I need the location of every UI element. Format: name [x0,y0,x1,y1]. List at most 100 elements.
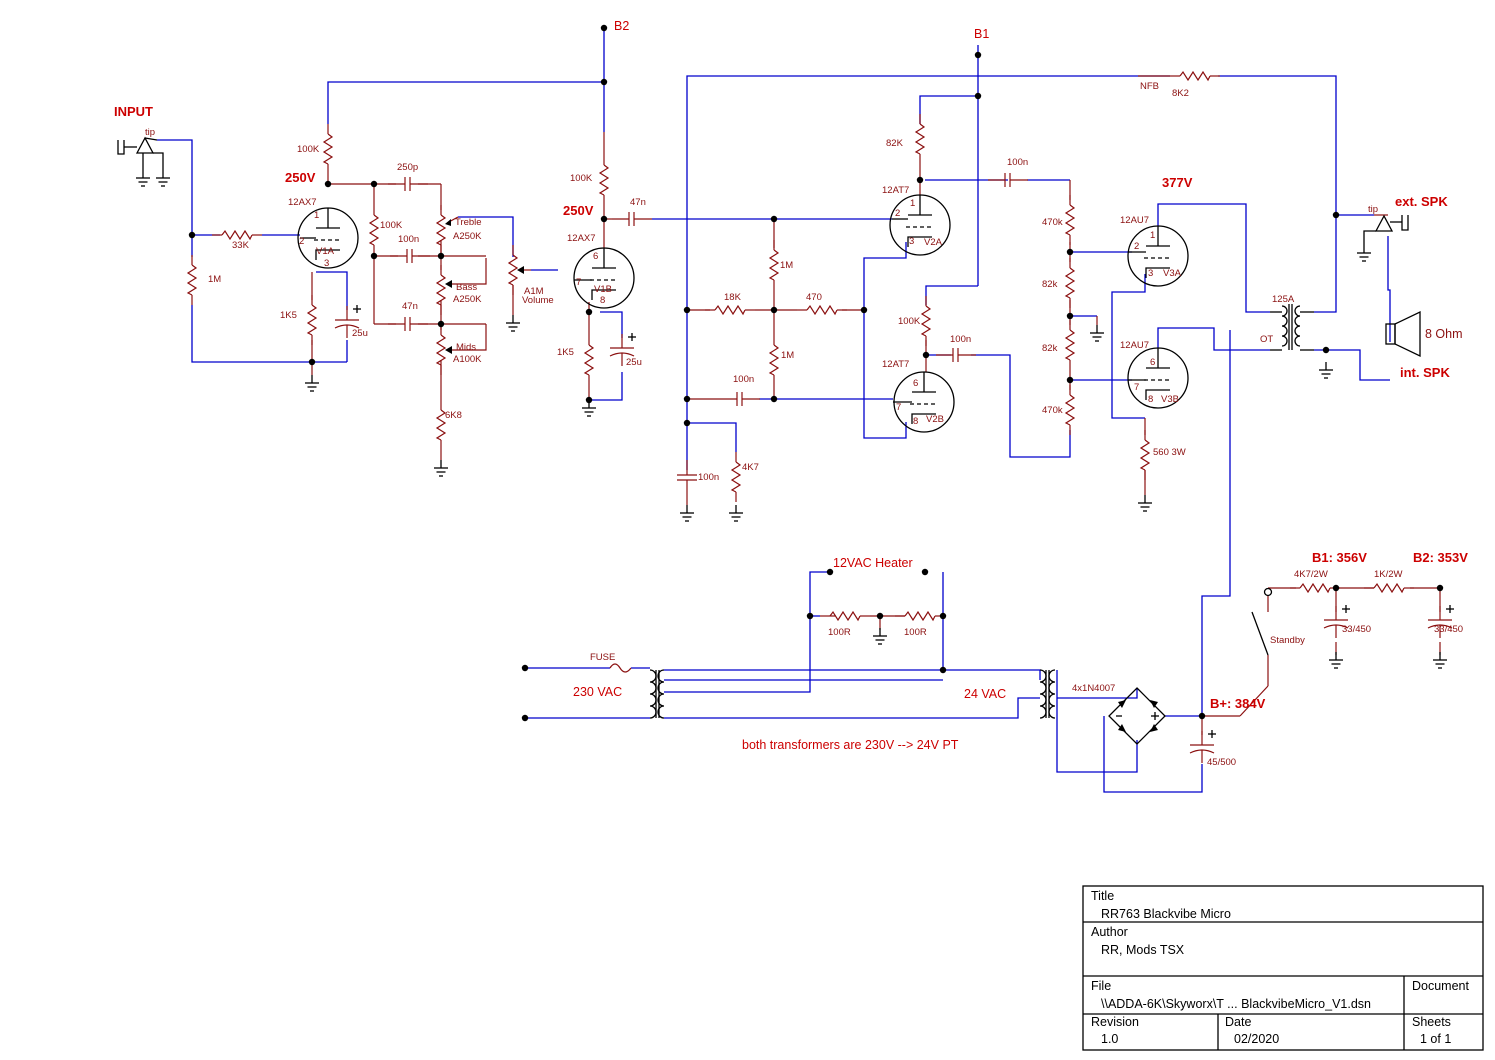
standby-switch [1251,587,1273,656]
label-r82k-c: 82k [1042,343,1058,354]
label-r470: 470 [806,292,822,303]
label-treble: Treble [455,217,482,228]
label-volume: Volume [522,295,554,306]
label-bass: Bass [456,282,477,293]
tube-v1a-pin-p: 1 [314,210,319,221]
tube-v1a-pin-k: 3 [324,258,329,269]
label-c33-b: 33/450 [1434,624,1463,635]
author-label: Author [1091,925,1128,939]
capacitors [334,172,1455,764]
tube-v2b-pin-k: 8 [913,416,918,427]
tube-v1b-pin-p: 6 [593,251,598,262]
sheets-label: Sheets [1412,1015,1451,1029]
label-c100n-c: 100n [733,374,754,385]
label-r82k-b: 82k [1042,279,1058,290]
junctions [188,24,1444,722]
tube-v3b-name: V3B [1161,394,1179,405]
tube-v1b-pin-g: 7 [576,277,581,288]
heading-int-spk: int. SPK [1400,365,1450,380]
label-ot: OT [1260,334,1273,345]
label-r100k-a: 100K [297,144,320,155]
label-c100n-d: 100n [950,334,971,345]
tube-v1b-type: 12AX7 [567,233,596,244]
file-label: File [1091,979,1112,993]
tube-v3b-pin-g: 7 [1134,382,1139,393]
voltage-377v: 377V [1162,175,1193,190]
label-tip-ext: tip [1368,204,1378,215]
voltage-b1: B1: 356V [1312,550,1367,565]
label-c45: 45/500 [1207,757,1236,768]
tube-v2a-pin-p: 1 [910,198,915,209]
label-r1m-in: 1M [208,274,221,285]
label-r470k-a: 470k [1042,217,1063,228]
tube-v3b-type: 12AU7 [1120,340,1149,351]
label-standby: Standby [1270,635,1305,646]
label-c33-a: 33/450 [1342,624,1371,635]
label-r100k-d: 100K [898,316,921,327]
date-label: Date [1225,1015,1252,1029]
net-label-b1: B1 [974,27,989,41]
output-transformer [1270,304,1314,351]
voltage-bplus: B+: 384V [1210,696,1266,711]
label-8-ohm: 8 Ohm [1425,327,1463,341]
tube-v3a-pin-k: 3 [1148,268,1153,279]
label-r470k-b: 470k [1042,405,1063,416]
heading-ext-spk: ext. SPK [1395,194,1448,209]
label-r1m-a: 1M [780,260,793,271]
label-r1k5-a: 1K5 [280,310,297,321]
label-bridge: 4x1N4007 [1072,683,1115,694]
sheets-value: 1 of 1 [1420,1032,1452,1046]
label-r1k5-b: 1K5 [557,347,574,358]
label-a250k-treble: A250K [453,231,482,242]
title-value: RR763 Blackvibe Micro [1101,907,1231,921]
potentiometers [436,204,531,376]
tube-v2a-type: 12AT7 [882,185,909,196]
tube-v1a-name: V1A [316,246,335,257]
bridge-rectifier [1108,687,1166,745]
tube-v2b-pin-p: 6 [913,378,918,389]
second-transformer [1039,669,1056,719]
label-nfb: NFB [1140,81,1159,92]
grounds [135,169,1448,669]
label-r82k-a: 82K [886,138,904,149]
label-r4k7: 4K7 [742,462,759,473]
label-c25u-b: 25u [626,357,642,368]
label-24vac: 24 VAC [964,687,1006,701]
label-a100k: A100K [453,354,482,365]
label-c100n-b: 100n [1007,157,1028,168]
label-r100k-b: 100K [380,220,403,231]
label-r18k: 18K [724,292,742,303]
label-c250p: 250p [397,162,418,173]
tube-v2a-pin-g: 2 [895,208,900,219]
net-label-b2: B2 [614,19,629,33]
label-c100n-a: 100n [398,234,419,245]
label-r1k-2w: 1K/2W [1374,569,1403,580]
label-r100k-c: 100K [570,173,593,184]
label-tip-input: tip [145,127,155,138]
label-c100n-e: 100n [698,472,719,483]
date-value: 02/2020 [1234,1032,1280,1046]
revision-value: 1.0 [1101,1032,1119,1046]
author-value: RR, Mods TSX [1101,943,1185,957]
labels: B2 B1 NFB INPUT 250V 250V 377V ext. SPK … [114,19,1468,768]
label-r8k2: 8K2 [1172,88,1189,99]
tube-v2a-pin-k: 3 [909,236,914,247]
tube-v1a-type: 12AX7 [288,197,317,208]
label-r560: 560 3W [1153,447,1186,458]
tube-v3a-pin-p: 1 [1150,230,1155,241]
title-block-frame [1082,885,1484,1051]
input-jack [117,136,164,170]
title-label: Title [1091,889,1115,903]
voltage-250v-v1a: 250V [285,170,316,185]
label-c47n-b: 47n [630,197,646,208]
tube-v3a-pin-g: 2 [1134,241,1139,252]
ext-speaker-jack [1363,214,1409,245]
document-label: Document [1412,979,1469,993]
tube-v2b-pin-g: 7 [896,402,901,413]
wires [157,28,1391,793]
tube-v3b-pin-p: 6 [1150,357,1155,368]
label-c47n-a: 47n [402,301,418,312]
label-125a: 125A [1272,294,1295,305]
label-r1m-b: 1M [781,350,794,361]
label-a250k-bass: A250K [453,294,482,305]
